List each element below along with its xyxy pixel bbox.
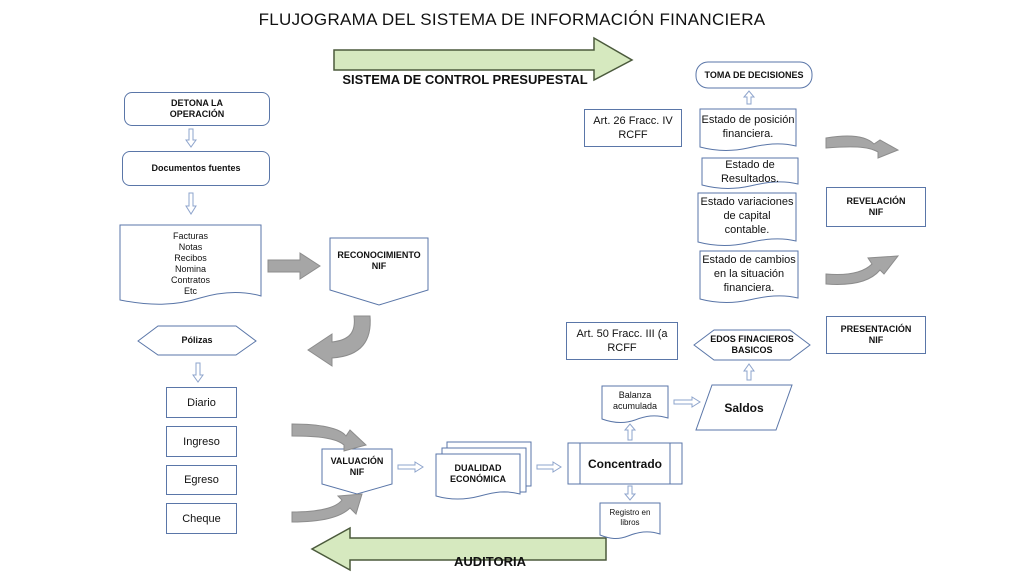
document-list-item: Etc xyxy=(183,286,197,296)
estado-posicion-shape xyxy=(699,108,797,151)
documents-list-shape xyxy=(119,224,262,305)
valuacion-shape xyxy=(321,448,393,495)
cheque-box: Cheque xyxy=(166,503,237,534)
estado-cambios-shape xyxy=(699,250,799,303)
edos-shape xyxy=(693,329,811,361)
small-arrow-concentrado-registro xyxy=(623,485,637,501)
bottom-green-arrow xyxy=(310,526,607,572)
small-arrow-detona-documentos xyxy=(185,128,197,148)
registro-label: Registro en libros xyxy=(609,508,651,527)
art50-box: Art. 50 Fracc. III (a RCFF xyxy=(566,322,678,360)
documentos-box: Documentos fuentes xyxy=(122,151,270,186)
art26-box: Art. 26 Fracc. IV RCFF xyxy=(584,109,682,147)
estado-cambios-label: Estado de cambios en la situación financ… xyxy=(702,254,796,294)
small-arrow-saldos-edos xyxy=(743,363,755,381)
gray-curved-arrow-right-bottom xyxy=(825,255,900,285)
page-title: FLUJOGRAMA DEL SISTEMA DE INFORMACIÓN FI… xyxy=(258,10,766,29)
reconocimiento-shape xyxy=(329,237,429,306)
saldos-shape xyxy=(695,384,793,431)
estado-resultados-shape xyxy=(701,157,799,189)
presentacion-box: PRESENTACIÓN NIF xyxy=(826,316,926,354)
estado-variaciones-label: Estado variaciones de capital contable. xyxy=(700,196,794,236)
polizas-label: Pólizas xyxy=(181,335,213,345)
small-arrow-balanza-saldos xyxy=(673,396,701,408)
small-arrow-concentrado-balanza xyxy=(623,423,637,441)
document-list-item: Contratos xyxy=(170,275,211,285)
dualidad-front-sheet xyxy=(435,453,521,500)
gray-arrow-to-reconocimiento xyxy=(267,252,321,280)
reconocimiento-label: RECONOCIMIENTO NIF xyxy=(337,250,421,271)
gray-curved-arrow-down-left xyxy=(307,315,371,367)
edos-label: EDOS FINACIEROS BASICOS xyxy=(710,334,794,355)
small-arrow-documentos-lista xyxy=(185,192,197,215)
document-list-item: Facturas xyxy=(172,231,208,241)
polizas-shape xyxy=(137,325,257,356)
revelacion-box: REVELACIÓN NIF xyxy=(826,187,926,227)
diario-box: Diario xyxy=(166,387,237,418)
egreso-box: Egreso xyxy=(166,465,237,495)
ingreso-box: Ingreso xyxy=(166,426,237,457)
small-arrow-estados-toma xyxy=(742,90,756,105)
balanza-shape xyxy=(601,385,669,423)
valuacion-label: VALUACIÓN NIF xyxy=(330,456,384,477)
concentrado-shape xyxy=(567,442,683,485)
registro-shape xyxy=(599,502,661,539)
gray-curved-arrow-to-valuacion xyxy=(291,423,367,452)
small-arrow-dualidad-concentrado xyxy=(536,461,562,473)
document-list-item: Recibos xyxy=(174,253,207,263)
toma-label: TOMA DE DECISIONES xyxy=(704,69,804,80)
small-arrow-valuacion-dualidad xyxy=(397,461,424,473)
detona-box: DETONA LA OPERACIÓN xyxy=(124,92,270,126)
estado-variaciones-shape xyxy=(697,192,797,246)
saldos-label: Saldos xyxy=(724,400,764,415)
concentrado-label: Concentrado xyxy=(587,456,662,471)
estado-posicion-label: Estado de posición financiera. xyxy=(701,114,795,140)
small-arrow-polizas-diario xyxy=(192,362,204,383)
dualidad-label: DUALIDAD ECONÓMICA xyxy=(450,463,506,484)
toma-shape xyxy=(695,61,813,89)
top-green-arrow xyxy=(333,36,634,82)
estado-resultados-label: Estado de Resultados. xyxy=(720,158,780,185)
gray-curved-arrow-from-cheque xyxy=(291,493,363,523)
bottom-arrow-label: AUDITORIA xyxy=(454,554,526,569)
balanza-label: Balanza acumulada xyxy=(612,390,658,411)
document-list-item: Nomina xyxy=(174,264,206,274)
document-list-item: Notas xyxy=(178,242,203,252)
gray-curved-arrow-right-top xyxy=(825,135,900,159)
top-arrow-label: SISTEMA DE CONTROL PRESUPESTAL xyxy=(342,72,588,87)
